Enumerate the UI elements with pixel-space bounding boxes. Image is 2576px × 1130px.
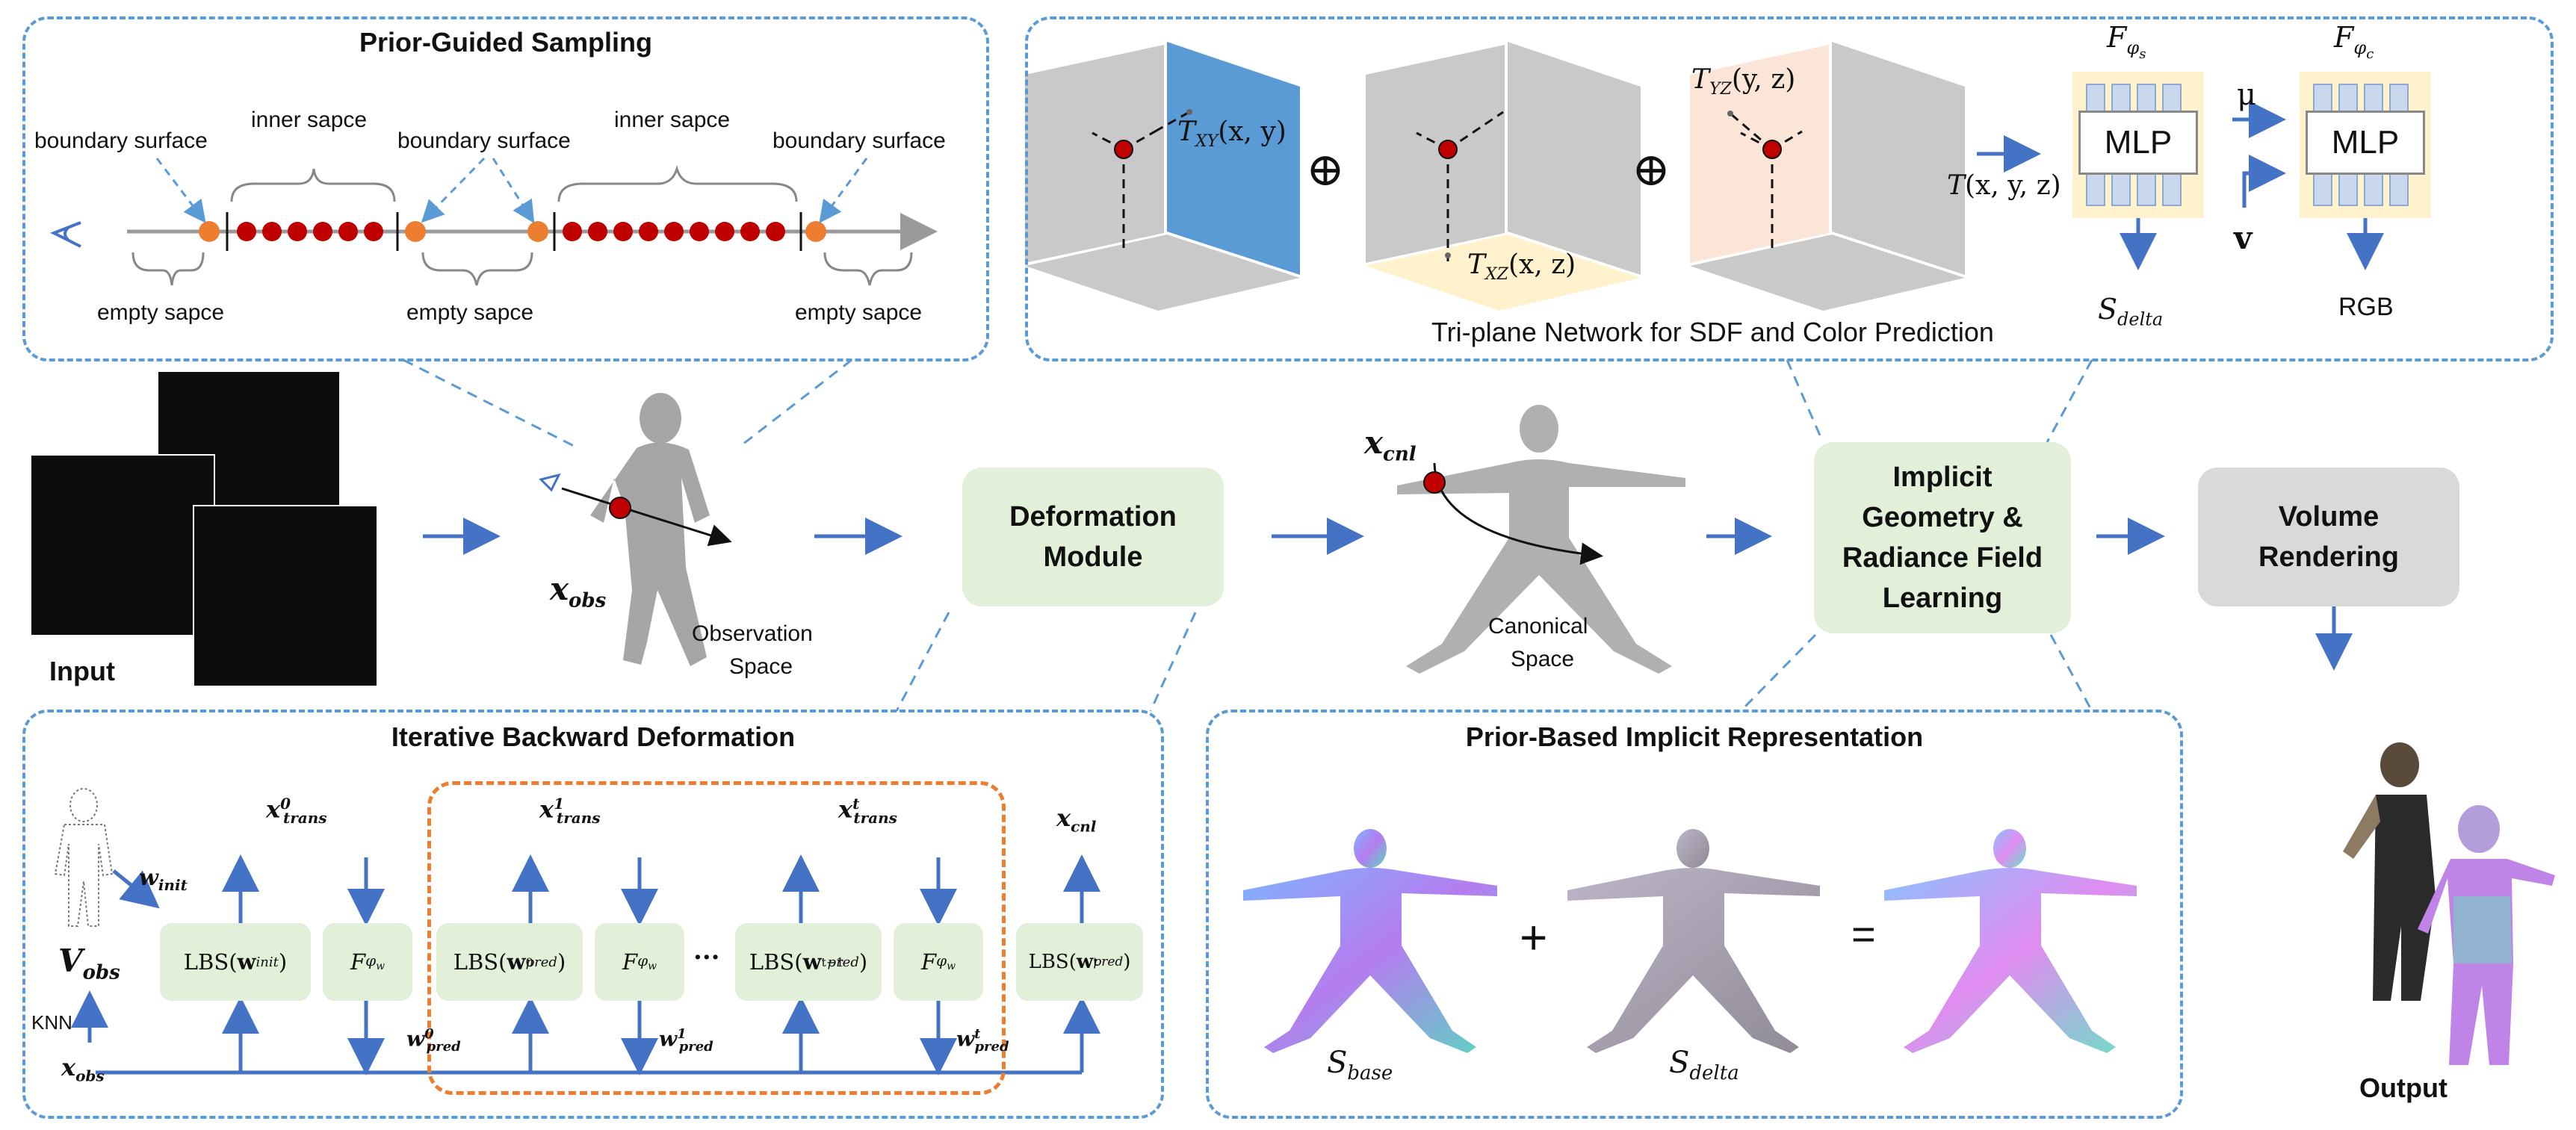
x-obs-bottom-label: xobs	[61, 1053, 105, 1085]
panel-connectors	[403, 358, 2093, 713]
inner-label-1: inner sapce	[251, 108, 368, 132]
rgb-label: RGB	[2338, 293, 2394, 321]
s-delta-mesh	[1567, 829, 1820, 1053]
f-phi-s-label: Fφs	[2107, 21, 2146, 62]
plus-sign: +	[1520, 910, 1548, 964]
sampling-ray	[50, 157, 938, 286]
iteration-dots: ···	[693, 943, 720, 972]
canonical-ray	[1423, 462, 1603, 565]
implicit-label-4: Learning	[1882, 583, 2003, 614]
f-phi-c-label: Fφc	[2334, 21, 2374, 62]
sampling-title: Prior-Guided Sampling	[359, 27, 653, 58]
mlp-c-label: MLP	[2306, 111, 2425, 175]
implicit-label-3: Radiance Field	[1842, 542, 2043, 574]
s-base-label: Sbase	[1327, 1046, 1393, 1084]
empty-label-1: empty sapce	[97, 300, 225, 325]
boundary-label-3: boundary surface	[773, 128, 946, 153]
deformation-label-2: Module	[1043, 541, 1143, 573]
t-xy-label: TXY(x, y)	[1177, 117, 1287, 152]
output-normal-render	[2418, 805, 2555, 1065]
triplane-planes	[1025, 42, 1965, 311]
w-predt-label: wtpred	[956, 1026, 1009, 1055]
deformation-panel	[22, 710, 1164, 1119]
deformation-flow	[71, 854, 1100, 1075]
w-pred1-label: w1pred	[659, 1026, 713, 1055]
s-delta-top-label: Sdelta	[2098, 293, 2164, 330]
boundary-label-1: boundary surface	[34, 128, 208, 153]
volume-label-1: Volume	[2278, 501, 2380, 533]
vobs-pointcloud	[54, 788, 114, 927]
canonical-label-1: Canonical	[1488, 614, 1588, 639]
observation-label-1: Observation	[692, 621, 813, 646]
representation-title: Prior-Based Implicit Representation	[1465, 721, 1924, 752]
output-label: Output	[2359, 1072, 2447, 1103]
t-yz-label: TYZ(y, z)	[1691, 64, 1796, 99]
x-cnl-label: xcnl	[1364, 424, 1417, 466]
oplus-2: ⊕	[1632, 142, 1671, 196]
implicit-label-2: Geometry &	[1862, 502, 2023, 533]
output-silhouette	[2289, 698, 2349, 829]
input-frame-2	[30, 454, 215, 636]
x-trans1-label: x1trans	[539, 795, 601, 828]
deformation-title: Iterative Backward Deformation	[391, 721, 796, 752]
x-trans0-label: x0trans	[266, 795, 327, 828]
implicit-learning-box: Implicit Geometry & Radiance Field Learn…	[1814, 442, 2071, 633]
observation-body	[590, 393, 710, 666]
input-label: Input	[49, 656, 115, 686]
w-init-label: winit	[139, 865, 188, 894]
x-cnl-bottom-label: xcnl	[1056, 804, 1097, 836]
x-obs-label: xobs	[550, 571, 607, 612]
x-transt-label: xttrans	[838, 795, 897, 828]
representation-panel	[1206, 710, 2183, 1119]
canonical-label-2: Space	[1511, 647, 1575, 671]
t-xyz-label: T(x, y, z)	[1947, 170, 2061, 201]
volume-rendering-box: Volume Rendering	[2198, 468, 2459, 606]
v-obs-label: Vobs	[58, 943, 120, 984]
pipeline-arrows	[423, 518, 2353, 671]
empty-label-3: empty sapce	[795, 300, 923, 325]
volume-label-2: Rendering	[2258, 541, 2399, 573]
t-xz-label: TXZ(x, z)	[1467, 249, 1576, 285]
mlp-s-label: MLP	[2078, 111, 2198, 175]
s-delta-bottom-label: Sdelta	[1669, 1046, 1739, 1084]
deformation-label-1: Deformation	[1009, 501, 1177, 533]
implicit-label-1: Implicit	[1892, 462, 1993, 493]
equals-sign: =	[1851, 910, 1876, 957]
s-result-mesh	[1884, 829, 2137, 1053]
s-base-mesh	[1243, 829, 1497, 1053]
input-frame-3	[193, 505, 378, 687]
boundary-label-2: boundary surface	[397, 128, 571, 153]
v-label: v	[2234, 220, 2253, 256]
representation-meshes	[1243, 829, 2137, 1053]
deformation-module-box: Deformation Module	[962, 468, 1224, 606]
triplane-caption: Tri-plane Network for SDF and Color Pred…	[1431, 317, 1994, 347]
observation-label-2: Space	[729, 654, 793, 679]
iteration-box	[427, 781, 1006, 1095]
knn-label: KNN	[31, 1011, 72, 1034]
prior-guided-sampling-panel	[22, 16, 989, 361]
oplus-1: ⊕	[1306, 142, 1345, 196]
mu-label: μ	[2237, 78, 2256, 112]
w-pred0-label: w0pred	[406, 1026, 461, 1055]
empty-label-2: empty sapce	[406, 300, 534, 325]
output-render	[2343, 742, 2436, 1001]
inner-label-2: inner sapce	[614, 108, 731, 132]
canonical-body	[1397, 405, 1685, 674]
observation-ray	[539, 473, 732, 547]
triplane-panel	[1025, 16, 2554, 361]
eye-icon	[50, 221, 81, 248]
